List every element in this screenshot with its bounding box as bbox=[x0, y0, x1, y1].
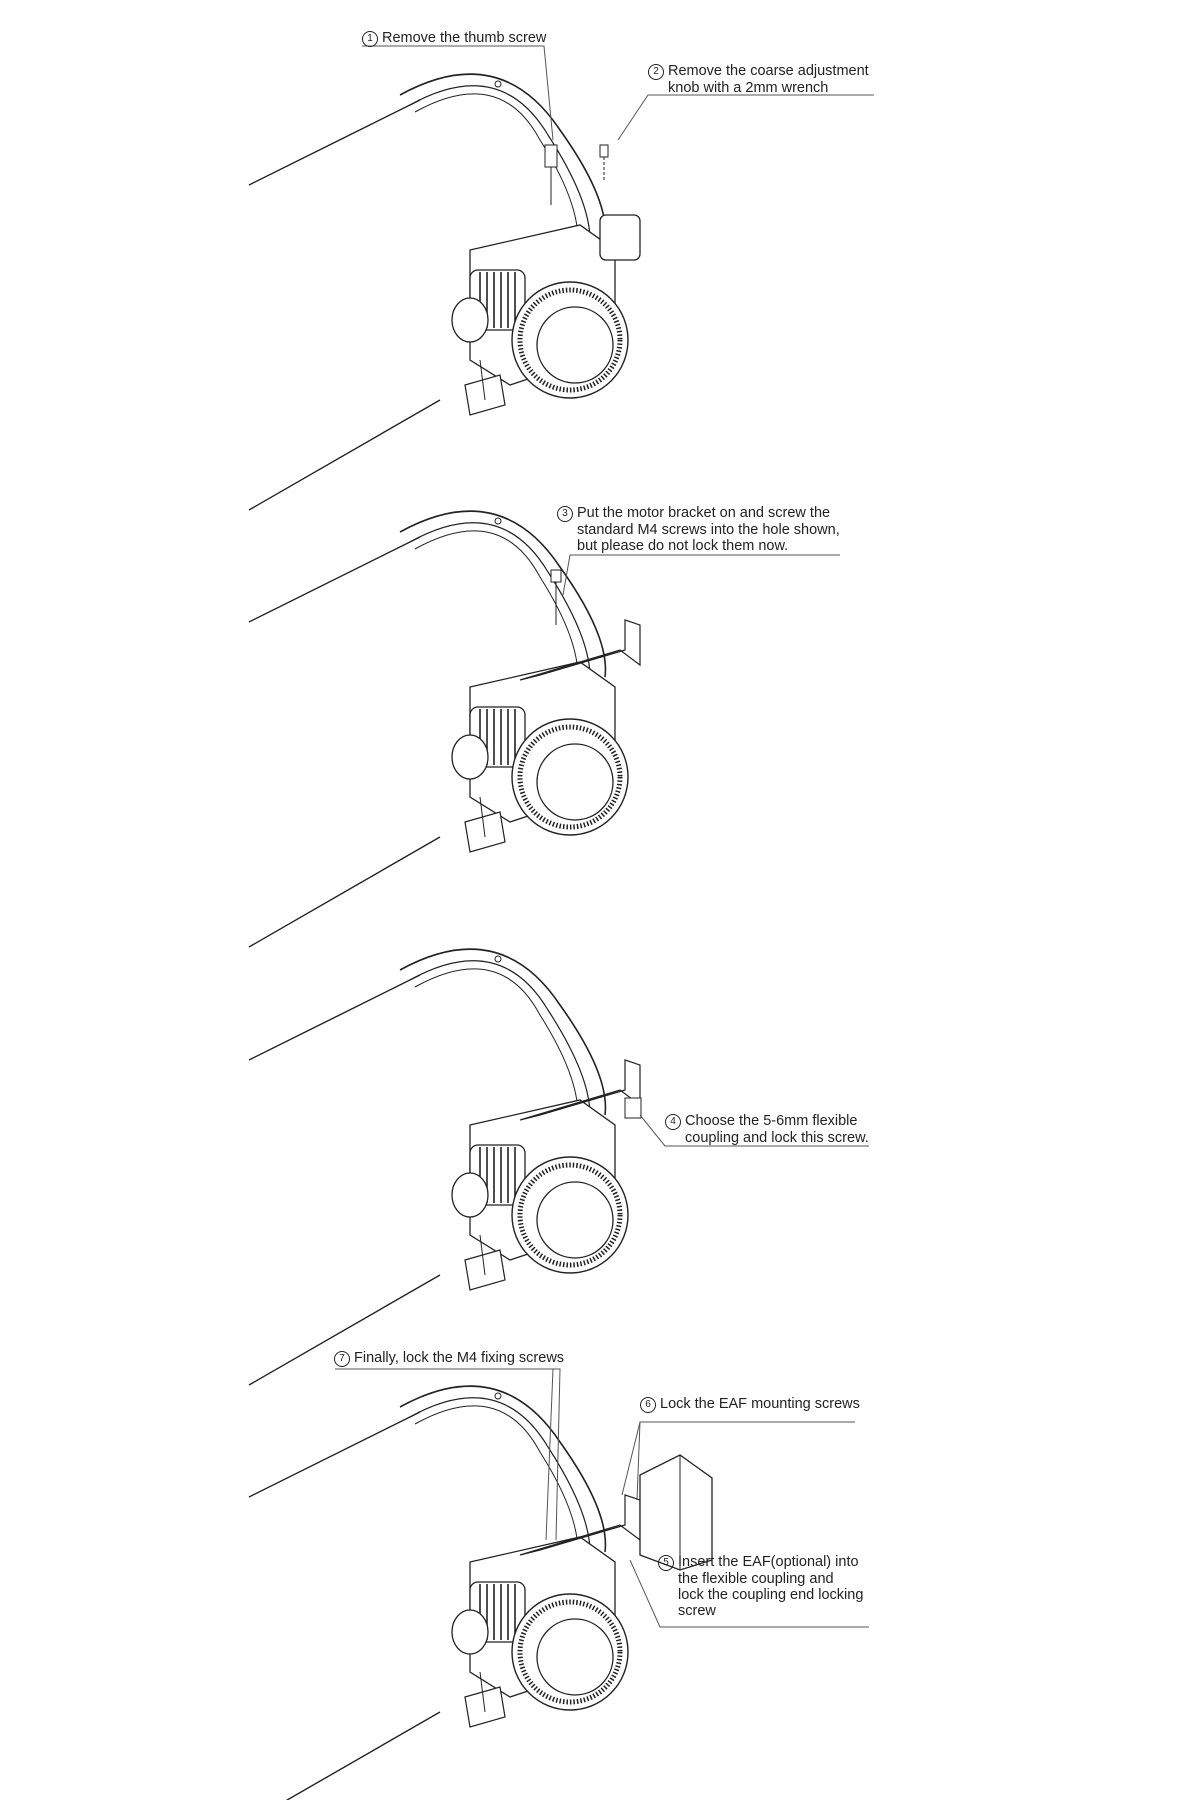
panel-2-drawing bbox=[249, 511, 840, 947]
step-text: Finally, lock the M4 fixing screws bbox=[354, 1350, 565, 1366]
step-text: Remove the coarse adjustment bbox=[668, 63, 869, 79]
step-text: Choose the 5-6mm flexible bbox=[685, 1113, 858, 1129]
step-number: 1 bbox=[362, 31, 378, 47]
step-text: knob with a 2mm wrench bbox=[668, 80, 829, 96]
step-number: 4 bbox=[665, 1114, 681, 1130]
step-text: the flexible coupling and bbox=[678, 1571, 834, 1587]
step-text: coupling and lock this screw. bbox=[685, 1130, 869, 1146]
step-text: but please do not lock them now. bbox=[577, 538, 789, 554]
step-number: 3 bbox=[557, 506, 573, 522]
step-text: Remove the thumb screw bbox=[382, 30, 547, 46]
step-text: Put the motor bracket on and screw the bbox=[577, 505, 831, 521]
panel-3-drawing bbox=[249, 949, 869, 1385]
step-number: 6 bbox=[640, 1397, 656, 1413]
step-text: lock the coupling end locking bbox=[678, 1587, 864, 1603]
step-number: 5 bbox=[658, 1555, 674, 1571]
panel-1-drawing bbox=[249, 45, 874, 510]
step-text: Insert the EAF(optional) into bbox=[678, 1554, 859, 1570]
step-text: Lock the EAF mounting screws bbox=[660, 1396, 860, 1412]
step-text: screw bbox=[678, 1603, 716, 1619]
step-number: 7 bbox=[334, 1351, 350, 1367]
panel-4-drawing bbox=[249, 1368, 869, 1800]
step-text: standard M4 screws into the hole shown, bbox=[577, 522, 840, 538]
step-number: 2 bbox=[648, 64, 664, 80]
